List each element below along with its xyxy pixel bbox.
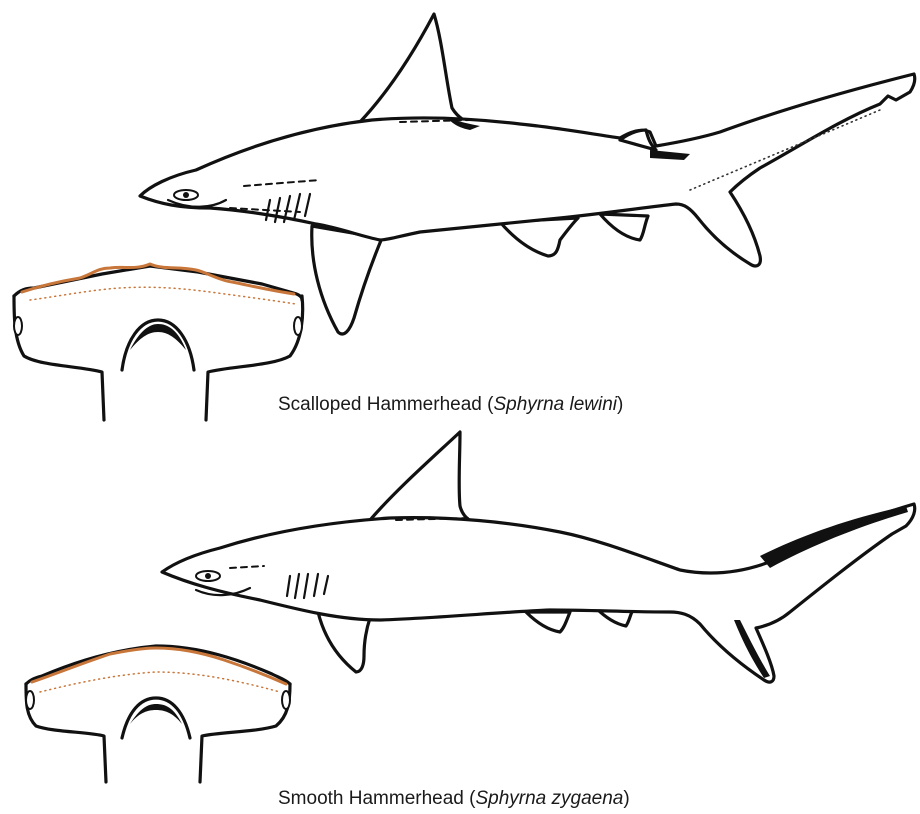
smooth-pupil	[205, 573, 211, 579]
smooth-common-name: Smooth Hammerhead (	[278, 788, 475, 809]
smooth-scientific-name: Sphyrna zygaena	[475, 788, 623, 809]
smooth-right-eye	[282, 691, 290, 709]
scalloped-pectoral-fin	[312, 226, 382, 334]
scalloped-common-name: Scalloped Hammerhead (	[278, 394, 493, 415]
scalloped-dorsal-fin	[360, 14, 478, 126]
smooth-pectoral-fin	[318, 612, 370, 672]
smooth-hammerhead-caption: Smooth Hammerhead (Sphyrna zygaena)	[278, 788, 630, 810]
smooth-left-eye	[26, 691, 34, 709]
scalloped-close-paren: )	[617, 394, 623, 415]
smooth-hammerhead-head-view	[26, 646, 290, 782]
scalloped-anal-fin	[600, 214, 648, 240]
scalloped-pupil	[183, 192, 189, 198]
scalloped-right-eye	[294, 317, 302, 335]
smooth-dorsal-fin	[370, 432, 472, 522]
scalloped-hammerhead-head-view	[14, 264, 303, 420]
smooth-body-outline	[162, 504, 915, 682]
smooth-pelvic-fin	[526, 612, 570, 632]
scalloped-left-eye	[14, 317, 22, 335]
scalloped-scientific-name: Sphyrna lewini	[493, 394, 617, 415]
smooth-hammerhead-body	[162, 432, 915, 682]
smooth-close-paren: )	[623, 788, 629, 809]
scalloped-hammerhead-caption: Scalloped Hammerhead (Sphyrna lewini)	[278, 394, 623, 416]
smooth-head-top	[26, 646, 290, 684]
